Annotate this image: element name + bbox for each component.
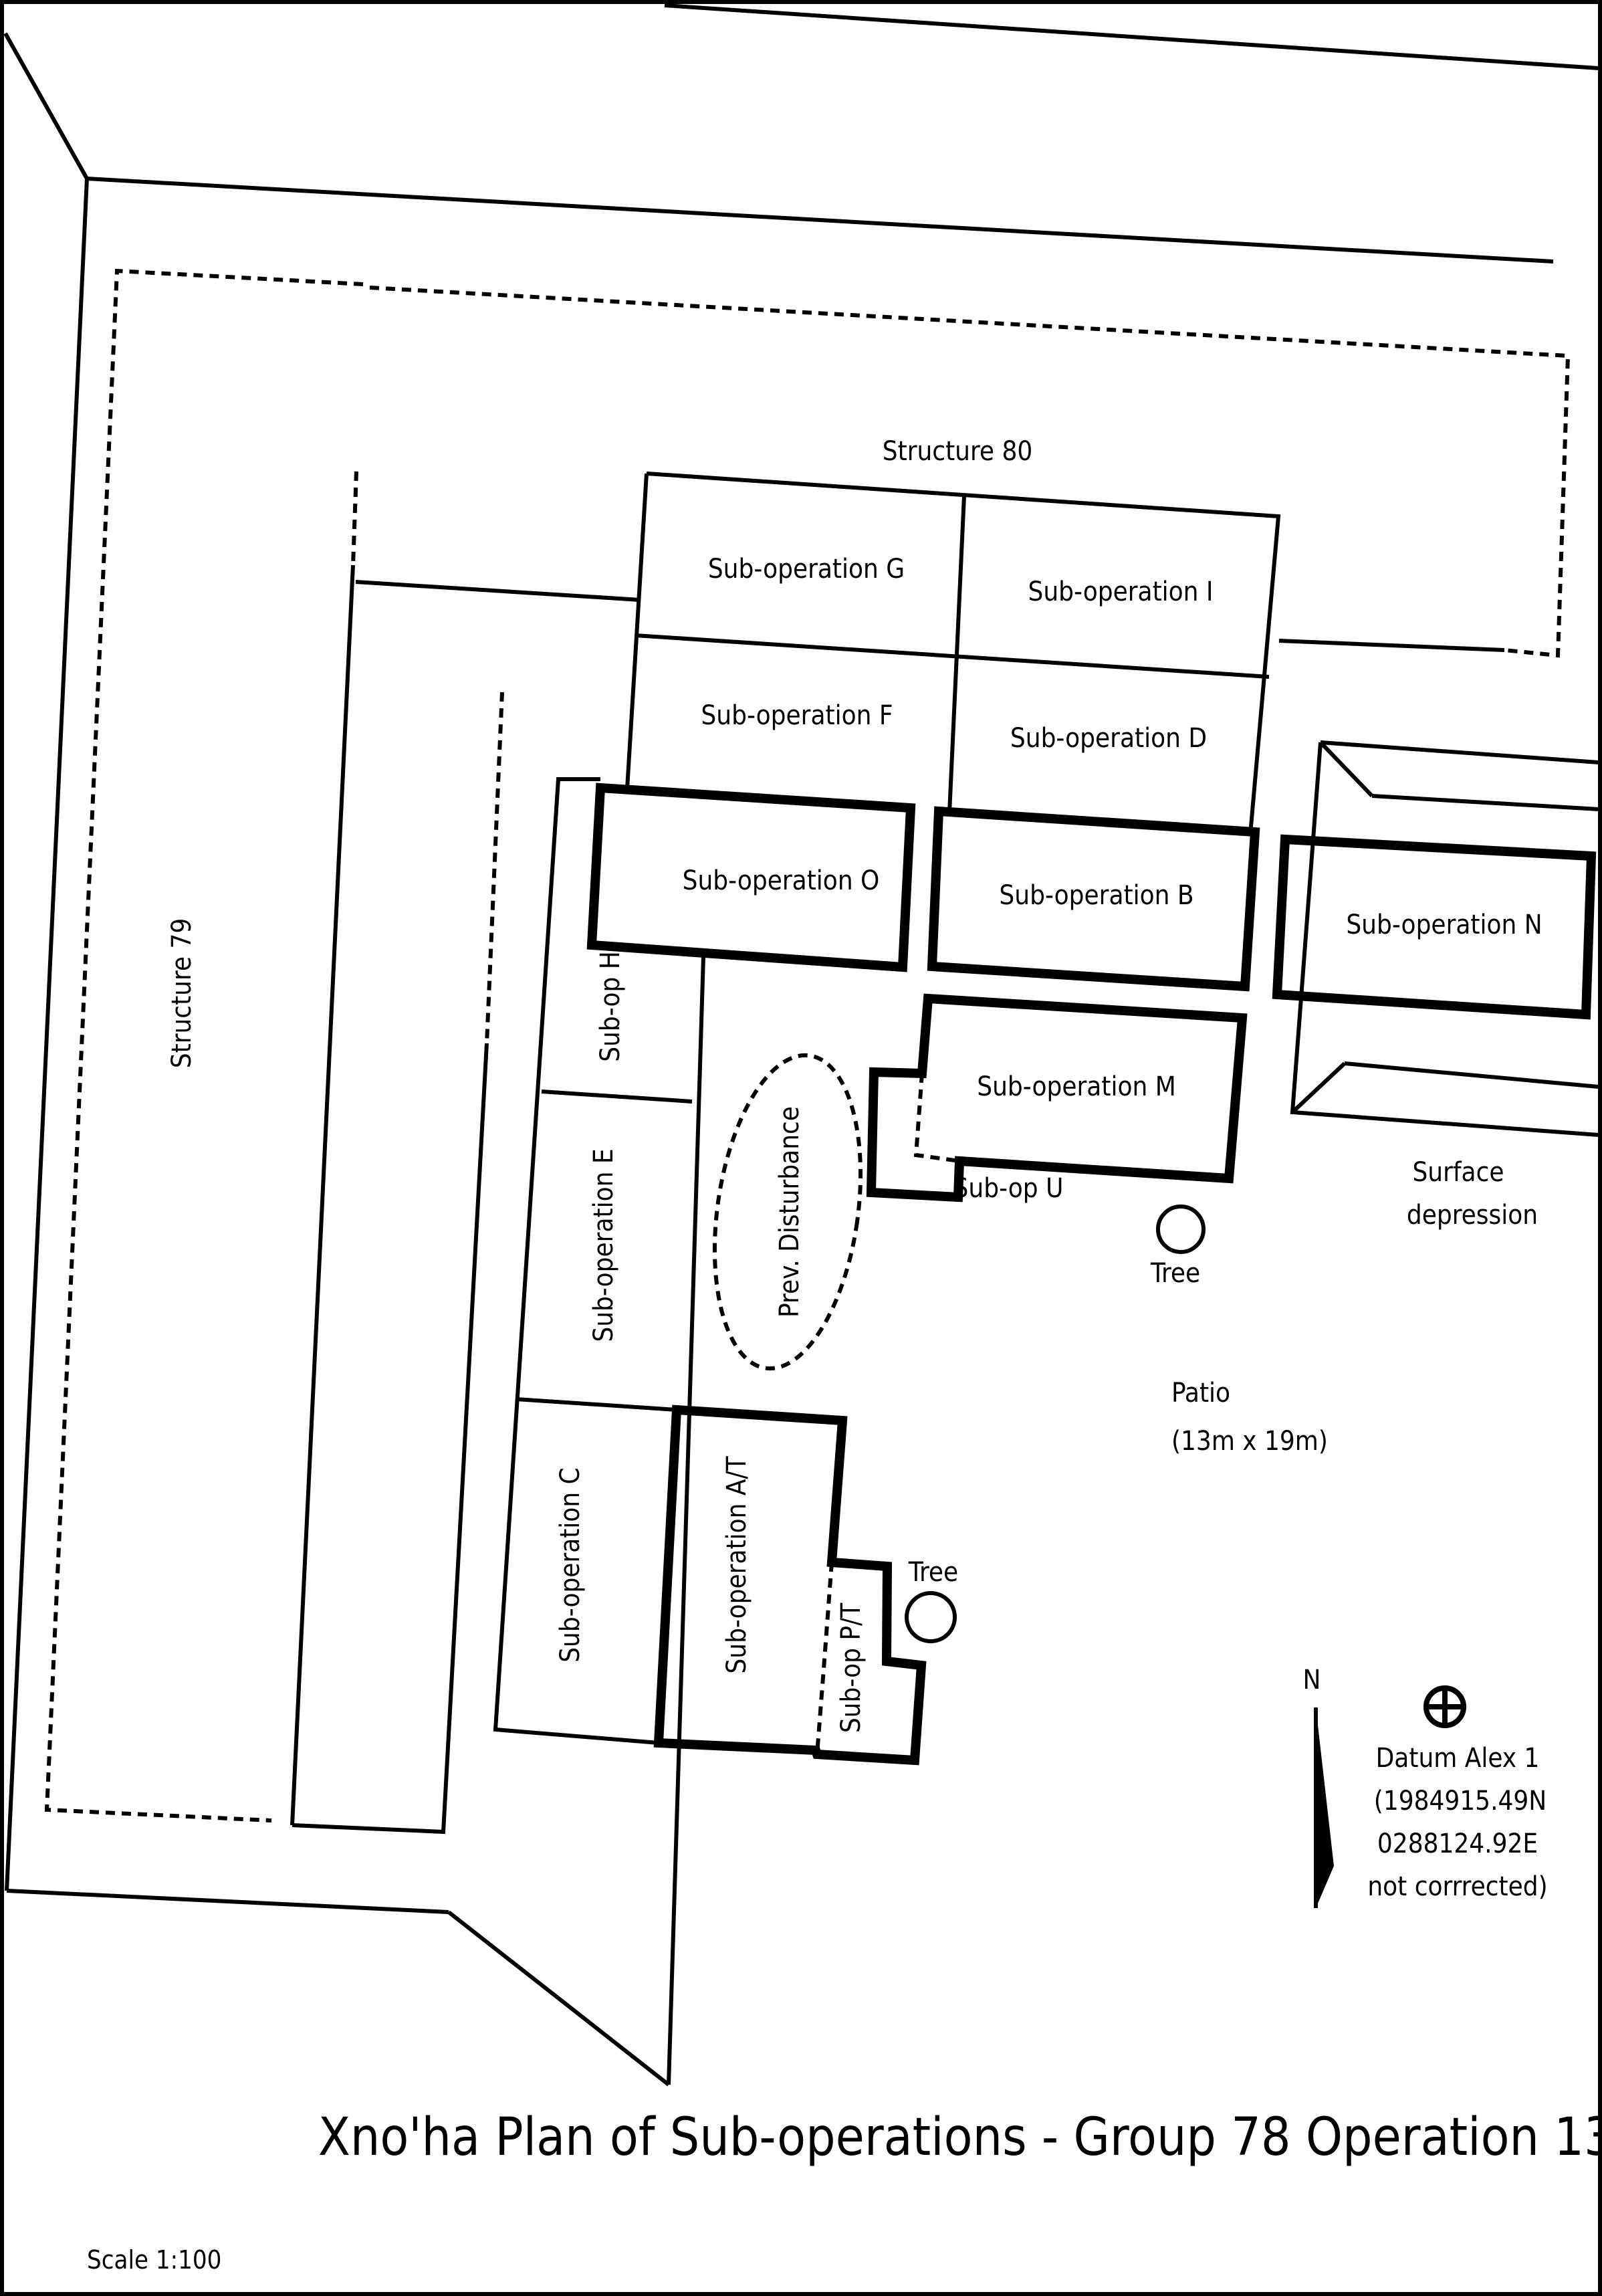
north-arrow-icon [1314,1707,1334,1908]
previous-disturbance-outline [712,1053,863,1371]
scale-label: Scale 1:100 [87,2245,221,2275]
suboperation-west-strip [493,777,693,1745]
suboperation-i-label: Sub-operation I [1028,577,1213,607]
suboperation-f-label: Sub-operation F [701,700,893,731]
suboperation-at-outline [653,1404,927,1766]
suboperation-n-label: Sub-operation N [1346,910,1542,940]
datum-northing: (1984915.49N [1374,1786,1547,1816]
suboperation-o-outline [586,782,916,972]
datum-crosshair-icon [1423,1685,1466,1728]
suboperation-e-label: Sub-operation E [588,1148,619,1342]
tree-icon [905,1591,957,1643]
suboperation-c-label: Sub-operation C [555,1467,586,1663]
suboperation-h-label: Sub-op H [595,951,626,1062]
tree-label-east: Tree [1150,1258,1200,1289]
suboperation-grid-north [625,472,1281,835]
surface-depression-label-2: depression [1407,1200,1538,1231]
structure-80-outline [355,286,1571,658]
patio-label: Patio [1171,1378,1230,1408]
suboperation-pt-divider [815,1562,834,1755]
suboperation-u-label: Sub-op U [953,1173,1064,1204]
suboperation-n-outline [1272,834,1597,1020]
datum-name: Datum Alex 1 [1376,1743,1540,1774]
structure-80-label: Structure 80 [883,436,1033,467]
suboperation-m-label: Sub-operation M [977,1071,1176,1102]
suboperation-o-label: Sub-operation O [683,865,880,896]
surface-depression-outline [1290,740,1599,1137]
structure-79-outline [44,268,504,1835]
datum-note: not corrrected) [1367,1871,1547,1902]
suboperation-g-label: Sub-operation G [708,554,905,585]
suboperation-pt-label: Sub-op P/T [836,1602,867,1733]
suboperation-d-label: Sub-operation D [1010,723,1207,754]
previous-disturbance-label: Prev. Disturbance [774,1106,805,1318]
surface-depression-label-1: Surface [1412,1157,1504,1188]
suboperation-m-outline [866,993,1248,1203]
tree-label-south: Tree [908,1557,958,1588]
outer-structure-lines [3,3,1599,2087]
suboperation-u-divider [913,1073,960,1163]
datum-easting: 0288124.92E [1377,1829,1538,1859]
patio-size-label: (13m x 19m) [1171,1426,1328,1457]
suboperation-at-label: Sub-operation A/T [721,1455,752,1673]
suboperation-b-label: Sub-operation B [999,880,1193,911]
north-label: N [1303,1665,1321,1695]
map-title: Xno'ha Plan of Sub-operations - Group 78… [318,2107,1602,2168]
tree-icon [1156,1205,1206,1254]
suboperation-b-outline [927,806,1260,992]
structure-79-label: Structure 79 [166,918,197,1069]
